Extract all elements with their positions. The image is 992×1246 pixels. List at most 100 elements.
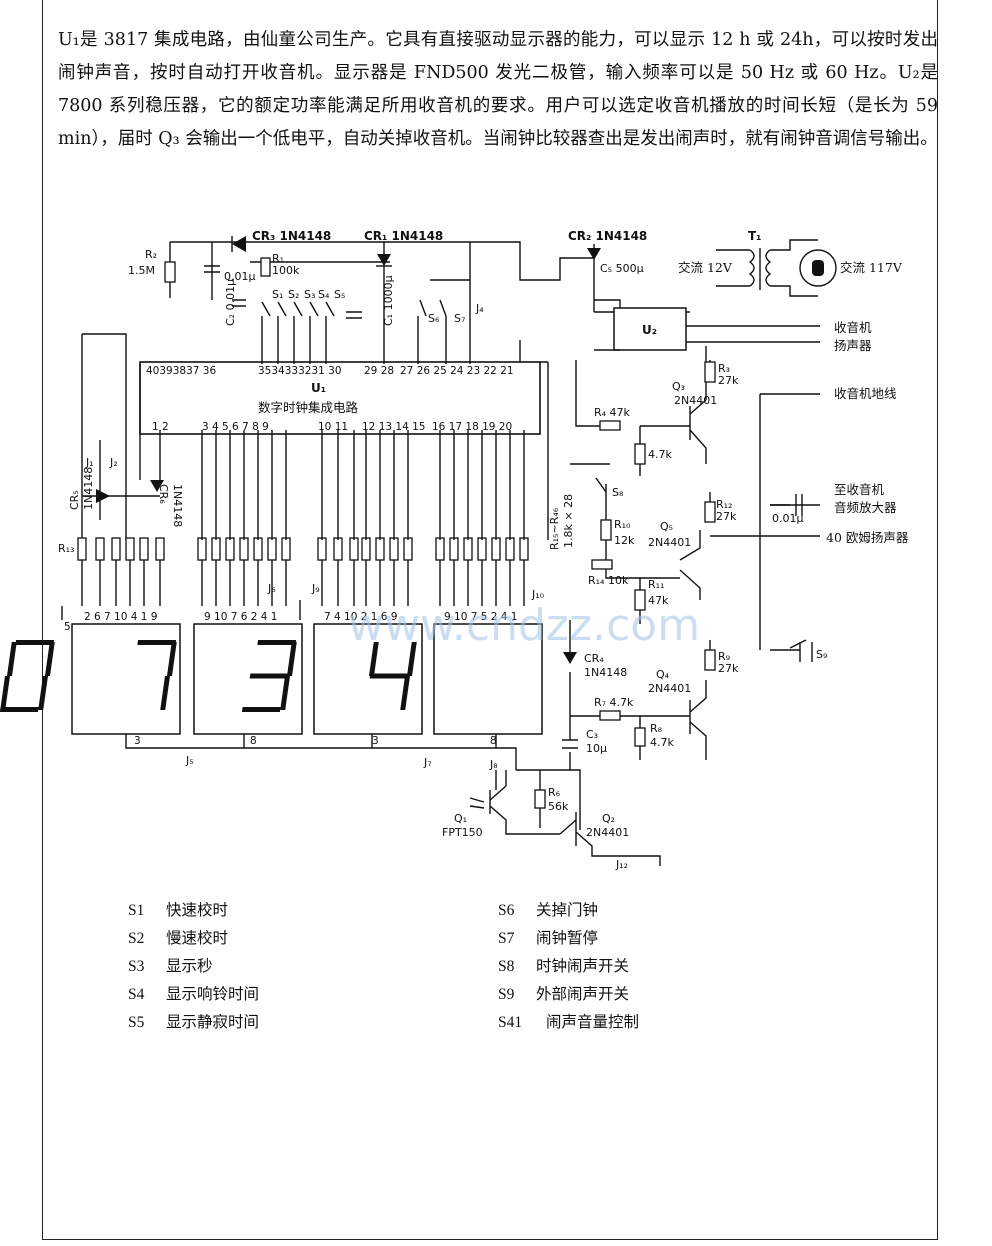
r1-value: 100k — [272, 264, 300, 277]
digit-segment — [280, 676, 290, 710]
digit-segment — [6, 642, 17, 676]
figure-frame — [42, 0, 938, 1240]
cr4-label: CR₄ — [584, 652, 604, 665]
digit-segment — [241, 707, 281, 712]
j7-label: J₇ — [423, 756, 432, 769]
bank-resistor — [125, 537, 135, 561]
r9-label: R₉ — [718, 650, 730, 663]
display-1-pins: 2 6 7 10 4 1 9 — [84, 611, 157, 623]
bank-resistor — [519, 537, 529, 561]
bank-resistor — [435, 537, 445, 561]
bank-resistor — [225, 537, 235, 561]
bank-resistor — [389, 537, 399, 561]
r3-label: R₃ — [718, 362, 730, 375]
ic-top-pins-4: 27 26 25 24 23 22 21 — [400, 365, 514, 377]
r14-resistor — [591, 559, 613, 570]
r8-value: 4.7k — [650, 736, 674, 749]
display-4-pins: 9 10 7 5 2 4 1 — [444, 611, 517, 623]
q1-label: Q₁ — [454, 812, 467, 825]
cout-label: 0.01μ — [772, 512, 804, 525]
j9-label: J₉ — [311, 582, 320, 595]
j8-label: J₈ — [489, 758, 498, 771]
c3-value: 10μ — [586, 742, 607, 755]
cr5-type: 1N4148 — [82, 467, 95, 510]
r2-value: 1.5M — [128, 264, 155, 277]
c3-label: C₃ — [586, 728, 598, 741]
q2-label: Q₂ — [602, 812, 615, 825]
radio-ground-label: 收音机地线 — [834, 386, 897, 401]
r10-value: 12k — [614, 534, 635, 547]
digit-segment — [137, 640, 177, 645]
digit-segment — [286, 642, 297, 676]
bank-resistor — [477, 537, 487, 561]
q5-label: Q₅ — [660, 520, 673, 533]
r8-label: R₈ — [650, 722, 663, 735]
s9-label: S₉ — [816, 648, 827, 661]
r12-value: 27k — [716, 510, 737, 523]
bank-resistor — [111, 537, 121, 561]
display-3 — [313, 623, 423, 735]
q2-type: 2N4401 — [586, 826, 629, 839]
bank-resistor — [505, 537, 515, 561]
bank-resistor — [361, 537, 371, 561]
bank-resistor — [155, 537, 165, 561]
cr6-label: CR₆ — [157, 484, 170, 504]
cr5-label: CR₅ — [68, 490, 81, 510]
r7-resistor — [599, 710, 621, 721]
speaker40-label: 40 欧姆扬声器 — [826, 530, 909, 545]
ic-top-pins-2: 3534333231 30 — [258, 365, 342, 377]
s8-label: S₈ — [612, 486, 624, 499]
bank-resistor — [449, 537, 459, 561]
cr3-diode — [232, 236, 246, 252]
j5-label: J₅ — [185, 754, 194, 767]
bank-resistor — [267, 537, 277, 561]
cr1-diode — [377, 254, 391, 266]
watermark: www.cndzz.com — [348, 600, 700, 651]
transformer-t1 — [716, 239, 837, 297]
digit-segment — [44, 642, 55, 676]
display-2-pin8: 8 — [250, 735, 257, 747]
s5-label: S₅ — [334, 288, 345, 301]
r7-label: R₇ 4.7k — [594, 696, 634, 709]
ic-u1 — [139, 361, 541, 435]
c5-label: C₅ 500μ — [600, 262, 644, 275]
r15-label: R₁₅~R₄₆ — [548, 507, 561, 550]
r5-resistor — [634, 443, 646, 465]
bank-resistor — [139, 537, 149, 561]
j4-label: J₄ — [475, 302, 484, 315]
bank-resistor — [239, 537, 249, 561]
digit-segment — [257, 640, 297, 645]
s4-label: S₄ — [318, 288, 330, 301]
digit-segment — [166, 642, 177, 676]
resistor-bank — [77, 537, 529, 561]
s1-label: S₁ — [272, 288, 283, 301]
s6-label: S₆ — [428, 312, 440, 325]
q3-type: 2N4401 — [674, 394, 717, 407]
r14-label: R₁₄ 10k — [588, 574, 629, 587]
r6-value: 56k — [548, 800, 569, 813]
bank-resistor — [95, 537, 105, 561]
digit-segment — [249, 673, 289, 679]
cr3-label: CR₃ 1N4148 — [252, 229, 331, 243]
r11-label: R₁₁ — [648, 578, 664, 591]
display-3-pins: 7 4 10 2 1 6 9 — [324, 611, 397, 623]
s2-label: S₂ — [288, 288, 299, 301]
bank-resistor — [253, 537, 263, 561]
cr6-diode — [150, 480, 164, 492]
r3-value: 27k — [718, 374, 739, 387]
cr5-diode — [96, 489, 110, 503]
r6-resistor — [534, 789, 546, 809]
radio-speaker-label-2: 扬声器 — [834, 338, 872, 353]
q1-type: FPT150 — [442, 826, 483, 839]
digit-segment — [0, 676, 10, 710]
bank-resistor — [375, 537, 385, 561]
ic-bottom-pins-1: 1 2 — [152, 421, 169, 433]
display-4-pin8: 8 — [490, 735, 497, 747]
digit-segment — [369, 673, 409, 679]
